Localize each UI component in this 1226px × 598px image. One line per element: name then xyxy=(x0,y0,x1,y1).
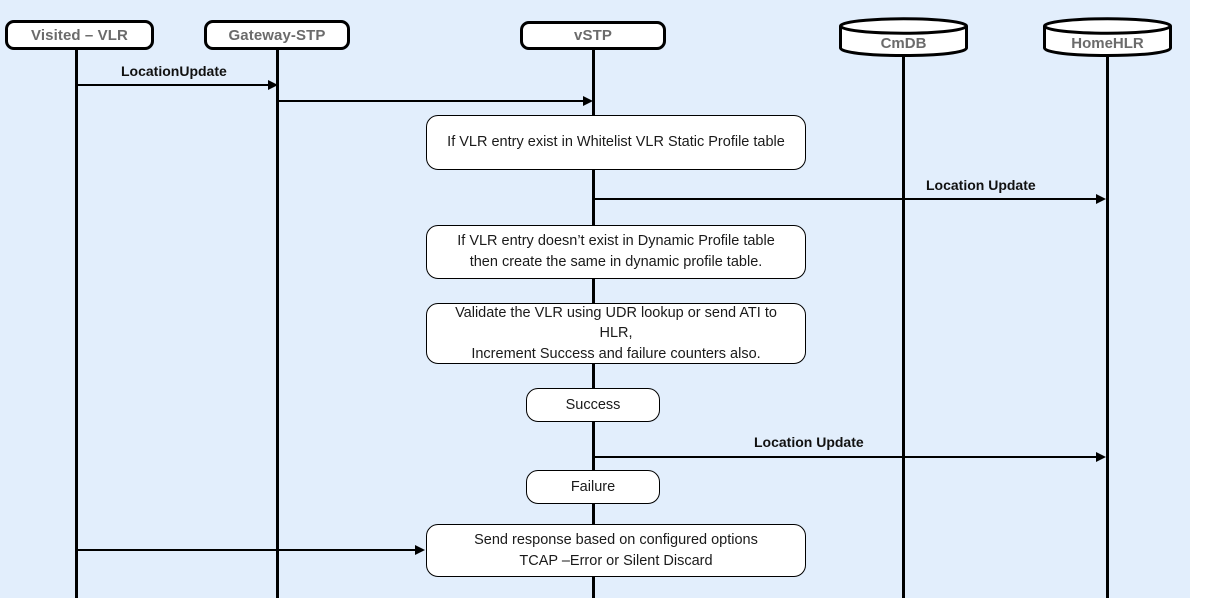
process-box-dynamic-profile[interactable]: If VLR entry doesn’t exist in Dynamic Pr… xyxy=(426,225,806,279)
lifeline-visited-vlr xyxy=(75,48,78,598)
process-box-send-response[interactable]: Send response based on configured option… xyxy=(426,524,806,577)
lifeline-gateway-stp xyxy=(276,48,279,598)
lifeline-cmdb xyxy=(902,54,905,598)
participant-cmdb[interactable]: CmDB xyxy=(838,17,969,57)
participant-homehlr[interactable]: HomeHLR xyxy=(1042,17,1173,57)
participant-label: CmDB xyxy=(880,35,927,52)
message-arrowhead-location-update-3 xyxy=(1096,451,1106,462)
message-arrowhead-response xyxy=(415,544,425,555)
process-box-whitelist[interactable]: If VLR entry exist in Whitelist VLR Stat… xyxy=(426,115,806,170)
participant-vstp[interactable]: vSTP xyxy=(520,21,666,50)
participant-gateway-stp[interactable]: Gateway-STP xyxy=(204,20,350,50)
message-arrowhead-location-update-1 xyxy=(268,79,278,90)
diagram-background xyxy=(0,0,1190,598)
database-cylinder-icon xyxy=(1043,17,1172,57)
process-box-text: Success xyxy=(565,396,621,413)
message-line-gateway-to-vstp xyxy=(277,100,584,102)
message-arrowhead-gateway-to-vstp xyxy=(583,95,593,106)
database-cylinder-icon xyxy=(839,17,968,57)
process-box-success[interactable]: Success xyxy=(526,388,660,422)
message-label-location-update-2: Location Update xyxy=(926,177,1036,193)
message-arrowhead-location-update-2 xyxy=(1096,193,1106,204)
participant-label: Visited – VLR xyxy=(31,26,128,44)
message-line-location-update-2 xyxy=(593,198,1098,200)
process-box-text: If VLR entry doesn’t exist in Dynamic Pr… xyxy=(457,233,775,270)
lifeline-homehlr xyxy=(1106,54,1109,598)
participant-label: Gateway-STP xyxy=(228,26,326,44)
process-box-text: Validate the VLR using UDR lookup or sen… xyxy=(455,304,777,362)
message-line-response xyxy=(76,549,417,551)
process-box-validate-vlr[interactable]: Validate the VLR using UDR lookup or sen… xyxy=(426,303,806,364)
message-line-location-update-3 xyxy=(593,456,1098,458)
process-box-text: Failure xyxy=(570,478,616,495)
process-box-text: If VLR entry exist in Whitelist VLR Stat… xyxy=(447,134,785,151)
process-box-failure[interactable]: Failure xyxy=(526,470,660,504)
message-label-location-update-1: LocationUpdate xyxy=(121,63,227,79)
message-line-location-update-1 xyxy=(76,84,270,86)
message-label-location-update-3: Location Update xyxy=(754,434,864,450)
participant-label: vSTP xyxy=(574,27,612,44)
participant-label: HomeHLR xyxy=(1071,35,1144,52)
process-box-text: Send response based on configured option… xyxy=(474,531,758,569)
participant-visited-vlr[interactable]: Visited – VLR xyxy=(5,20,154,50)
